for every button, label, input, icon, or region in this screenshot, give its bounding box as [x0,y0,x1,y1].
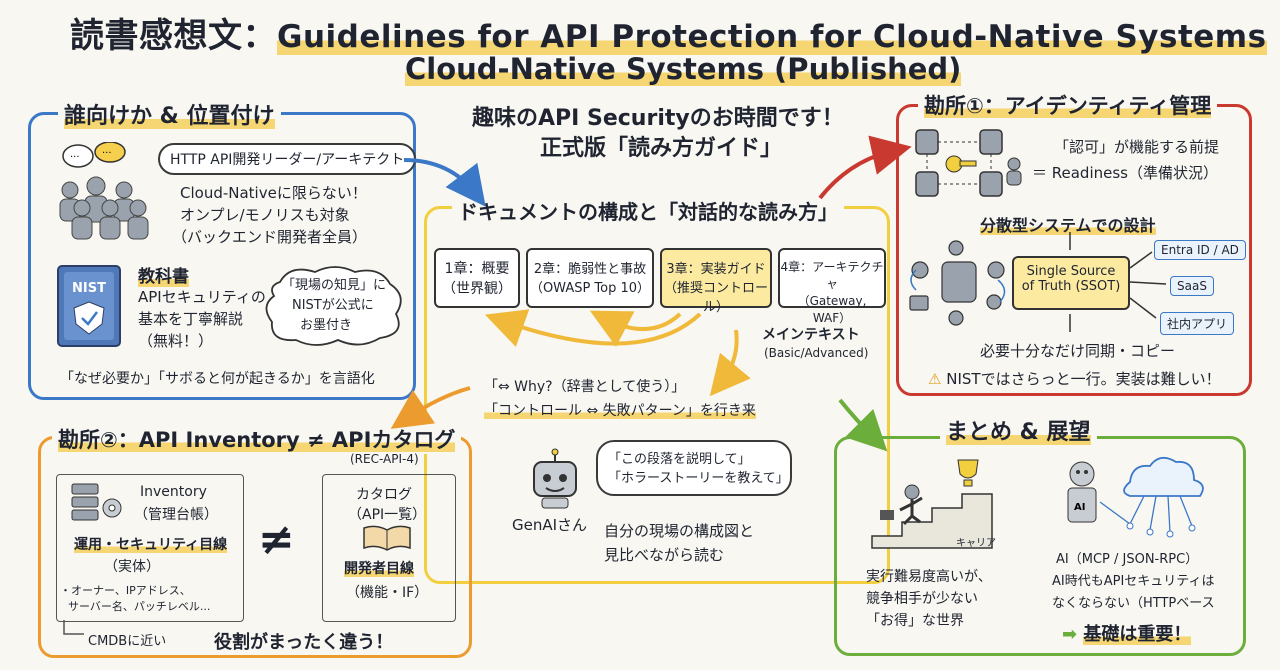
not-equal-sign: ≠ [258,514,295,565]
inventory-entity: （実体） [104,559,160,575]
nist-book-icon: NIST [57,265,121,347]
sync-note: 必要十分なだけ同期・コピー [980,342,1176,360]
genai-label: GenAIさん [512,516,588,534]
audience-role-bubble: HTTP API開発リーダー/アーキテクト [158,143,417,175]
genai-prompt-bubble: 「この段落を説明して」「ホラーストーリーを教えて」 [596,440,792,496]
chapter-2-box: 2章：脆弱性と事故（OWASP Top 10） [526,248,654,308]
catalog-label: カタログ [356,487,412,503]
main-text-label: メインテキスト [762,327,860,343]
svg-text:NIST: NIST [72,281,106,296]
compare-line-2: 見比べながら読む [604,546,725,564]
target-entra: Entra ID / AD [1154,240,1246,260]
inventory-title: 勘所②：API Inventory ≠ APIカタログ [52,424,462,454]
main-title: 読書感想文：Guidelines for API Protection for … [70,16,1267,56]
people-group-icon: ··· ··· [59,142,149,240]
cmdb-note: CMDBに近い [88,634,167,649]
inventory-item-1: ・オーナー、IPアドレス、 [60,584,191,597]
identity-title: 勘所①：アイデンティティ管理 [918,90,1218,120]
inventory-item-2: サーバー名、パッチレベル... [68,600,211,613]
nist-cloud-line-3: お墨付き [300,318,353,333]
robot-icon [533,448,577,509]
distributed-design: 分散型システムでの設計 [980,216,1156,235]
summary-left-3: 「お得」な世界 [866,613,964,629]
summary-left-1: 実行難易度高いが、 [866,569,992,585]
audience-line-3: （バックエンド開発者全員） [172,228,368,246]
catalog-entity: （機能・IF） [346,585,429,601]
target-saas: SaaS [1170,276,1214,296]
chapter-3-box: 3章：実装ガイド（推奨コントロール） [660,248,772,315]
database-key-icon [915,129,1022,197]
svg-text:···: ··· [70,152,80,163]
catalog-card [322,474,456,622]
why-note: 「⇔ Why?（辞書として使う）」 [484,379,686,395]
summary-basics: ➡ 基礎は重要！ [1062,624,1192,645]
compare-line-1: 自分の現場の構成図と [604,522,755,540]
career-stairs-icon [871,459,993,549]
main-title-line2: Cloud-Native Systems (Published) [405,52,962,86]
summary-title: まとめ & 展望 [940,414,1097,446]
summary-left-2: 競争相手が少ない [866,591,978,607]
identity-warning: ⚠ NISTではさらっと一行。実装は難しい！ [928,370,1221,388]
inventory-bottom-note: 役割がまったく違う！ [214,632,394,653]
target-internal-app: 社内アプリ [1160,312,1235,335]
audience-bottom-note: 「なぜ必要か」「サボると何が起きるか」を言語化 [60,371,375,387]
catalog-target: 開発者目線 [344,561,414,577]
center-header-line2: 正式版「読み方ガイド」 [540,136,783,161]
ai-cloud-icon: AI [1067,456,1204,538]
authz-line-2: ＝ Readiness（準備状況） [1032,164,1218,182]
control-note: 「コントロール ⇔ 失敗パターン」を行き来 [484,403,756,419]
nist-cloud-line-1: 「現場の知見」に [282,278,387,293]
textbook-line-3: （無料！） [138,332,214,350]
inventory-ref: (REC-API-4) [350,452,419,466]
structure-title: ドキュメントの構成と「対話的な読み方」 [452,196,844,225]
summary-right-1: AI（MCP / JSON-RPC） [1056,552,1199,567]
textbook-line-2: 基本を丁寧解説 [138,310,244,328]
textbook-line-1: APIセキュリティの [138,288,266,306]
speech-cloud-shape [265,266,402,346]
inventory-sub: （管理台帳） [134,507,218,523]
chapter-1-box: 1章：概要（世界観） [434,248,520,308]
summary-right-2: AI時代もAPIセキュリティは [1052,574,1215,589]
career-label: キャリア [956,538,996,549]
summary-right-3: なくならない（HTTPベース [1052,596,1215,611]
catalog-sub: （API一覧） [348,507,427,523]
server-gear-icon [71,483,122,521]
svg-text:···: ··· [102,148,112,159]
open-book-icon [363,525,411,551]
authz-line-1: 「認可」が機能する前提 [1054,138,1220,156]
cloud-network-icon [909,240,1006,326]
inventory-target: 運用・セキュリティ目線 [74,537,228,553]
inventory-card [56,474,244,622]
center-header-line1: 趣味のAPI Securityのお時間です！ [472,106,844,131]
nist-cloud-line-2: NISTが公式に [292,298,374,313]
inventory-label: Inventory [140,484,207,500]
audience-line-1: Cloud-Nativeに限らない！ [180,184,367,202]
audience-title: 誰向けか & 位置付け [58,98,281,130]
textbook-title: 教科書 [138,267,189,287]
svg-text:AI: AI [1074,502,1085,513]
main-text-sub: (Basic/Advanced) [764,346,869,360]
chapter-4-box: 4章：アーキテクチャ（Gateway, WAF） [778,248,886,325]
audience-line-2: オンプレ/モノリスも対象 [180,206,350,224]
